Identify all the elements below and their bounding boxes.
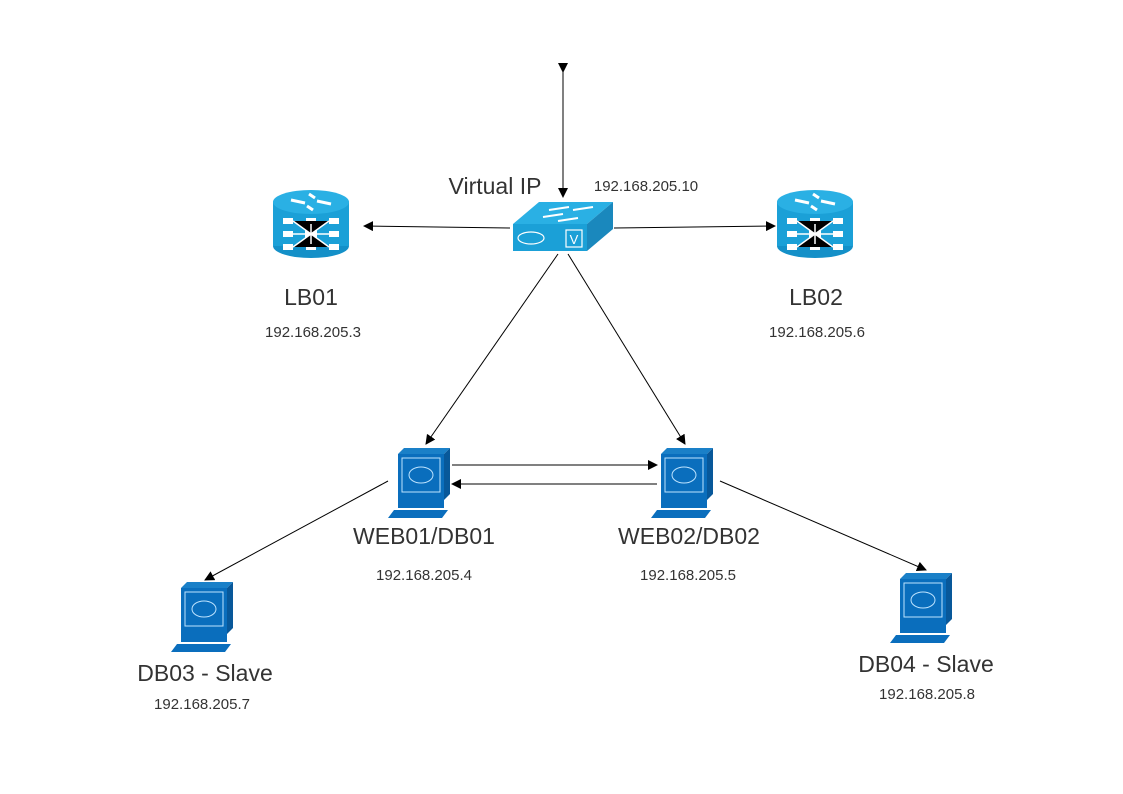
svg-text:V: V bbox=[570, 232, 579, 247]
label-lb02: LB02 bbox=[789, 284, 843, 310]
router-icon-lb01 bbox=[271, 188, 351, 260]
ip-db03: 192.168.205.7 bbox=[154, 696, 250, 713]
edge-vip-lb01 bbox=[363, 221, 511, 232]
ip-web02: 192.168.205.5 bbox=[640, 567, 736, 584]
edge-vip-lb02 bbox=[613, 221, 776, 232]
ip-db04: 192.168.205.8 bbox=[879, 686, 975, 703]
label-virtual-ip: Virtual IP bbox=[448, 173, 542, 199]
ip-lb02: 192.168.205.6 bbox=[769, 324, 865, 341]
edge-vip-web02 bbox=[567, 253, 686, 445]
ip-lb01: 192.168.205.3 bbox=[265, 324, 361, 341]
workstation-icon-db04 bbox=[889, 572, 953, 644]
label-lb01: LB01 bbox=[284, 284, 338, 310]
label-web02: WEB02/DB02 bbox=[618, 523, 760, 549]
ip-virtual-ip: 192.168.205.10 bbox=[593, 178, 699, 195]
edge-vip-web01 bbox=[425, 253, 559, 445]
router-icon-lb02 bbox=[775, 188, 855, 260]
switch-icon: V bbox=[513, 202, 613, 251]
workstation-icon-web02 bbox=[650, 447, 714, 519]
label-db03: DB03 - Slave bbox=[137, 660, 273, 686]
edge-web01-db03 bbox=[204, 480, 389, 581]
ip-web01: 192.168.205.4 bbox=[376, 567, 472, 584]
edge-web02-db04 bbox=[719, 480, 927, 572]
label-web01: WEB01/DB01 bbox=[353, 523, 495, 549]
label-db04: DB04 - Slave bbox=[858, 651, 994, 677]
workstation-icon-web01 bbox=[387, 447, 451, 519]
workstation-icon-db03 bbox=[170, 581, 234, 653]
